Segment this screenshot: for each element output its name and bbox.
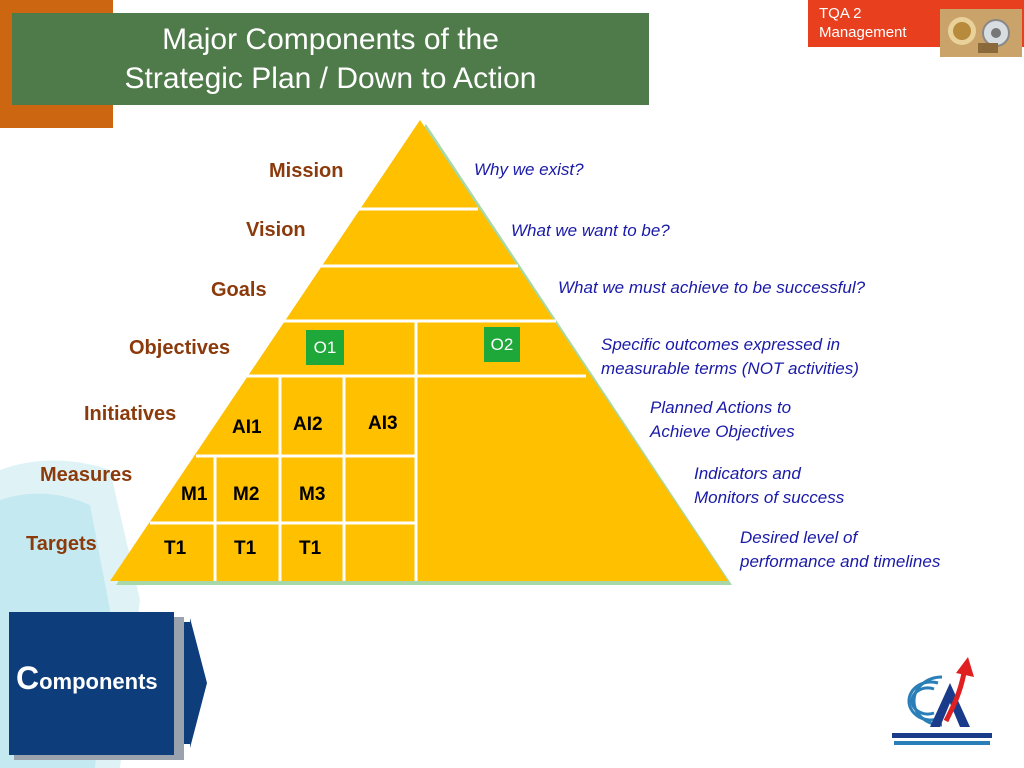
target-cell-2: T1 (234, 538, 257, 559)
measure-cell-m3: M3 (299, 484, 326, 505)
description-objectives: Specific outcomes expressed in measurabl… (601, 333, 859, 381)
initiative-cell-ai2: AI2 (293, 414, 323, 435)
description-initiatives: Planned Actions to Achieve Objectives (650, 396, 795, 444)
description-line: Planned Actions to (650, 398, 792, 417)
tqa-badge-line-2: Management (819, 24, 907, 41)
management-photo-icon (940, 9, 1022, 57)
level-label-objectives: Objectives (129, 337, 231, 359)
level-label-measures: Measures (40, 464, 133, 486)
components-initial: C (16, 660, 40, 696)
title-line-1: Major Components of the (162, 23, 499, 56)
components-rest: omponents (39, 669, 158, 694)
pyramid-dividers (150, 207, 586, 581)
description-mission: Why we exist? (474, 158, 584, 182)
level-label-vision: Vision (246, 219, 306, 241)
objective-box-o2: O2 (484, 327, 520, 362)
level-label-targets: Targets (26, 533, 97, 555)
level-label-goals: Goals (211, 279, 267, 301)
initiative-cell-ai1: AI1 (232, 417, 262, 438)
pyramid (110, 120, 728, 581)
description-line: Achieve Objectives (650, 422, 795, 441)
tqa-badge: TQA 2 Management (808, 0, 1024, 57)
description-line: Specific outcomes expressed in (601, 335, 841, 354)
description-line: What we must achieve to be successful? (558, 278, 866, 297)
description-measures: Indicators and Monitors of success (694, 462, 844, 510)
components-panel: Components (9, 612, 174, 755)
initiative-cell-ai3: AI3 (368, 413, 398, 434)
description-line: What we want to be? (511, 221, 670, 240)
measure-cell-m1: M1 (181, 484, 208, 505)
target-cell-1: T1 (164, 538, 187, 559)
title-line-2: Strategic Plan / Down to Action (124, 62, 537, 95)
level-label-initiatives: Initiatives (84, 403, 177, 425)
description-line: Desired level of (740, 528, 858, 547)
measure-cell-m2: M2 (233, 484, 260, 505)
objective-box-o1: O1 (306, 330, 344, 365)
title-box: Major Components of the Strategic Plan /… (12, 13, 649, 105)
tqa-badge-line-1: TQA 2 (819, 5, 862, 22)
description-goals: What we must achieve to be successful? (558, 276, 865, 300)
thailand-productivity-institute-logo (892, 657, 992, 745)
description-targets: Desired level of performance and timelin… (740, 526, 940, 574)
description-vision: What we want to be? (511, 219, 670, 243)
components-label: Components (16, 660, 158, 697)
description-line: Indicators and (694, 464, 801, 483)
description-line: performance and timelines (740, 552, 941, 571)
description-line: Monitors of success (694, 488, 845, 507)
description-line: measurable terms (NOT activities) (601, 359, 859, 378)
description-line: Why we exist? (474, 160, 584, 179)
target-cell-3: T1 (299, 538, 322, 559)
level-label-mission: Mission (269, 160, 344, 182)
tqa-badge-text: TQA 2 Management (819, 4, 907, 42)
